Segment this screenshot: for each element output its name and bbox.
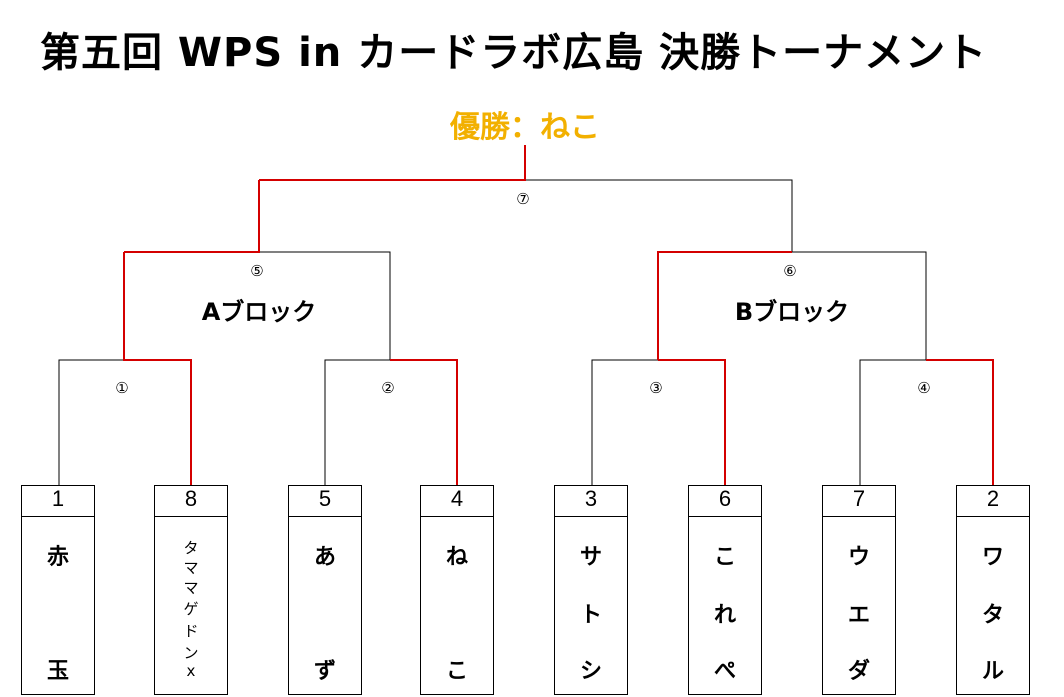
match-label-7: ⑦: [516, 190, 530, 208]
entrant-name-char: ン: [183, 644, 199, 662]
bracket-line-1-loser: [58, 359, 124, 485]
entrant-seed: 3: [555, 486, 627, 517]
entrant-name: ね こ: [421, 517, 493, 695]
entrant-name: ウ エ ダ: [823, 517, 895, 695]
entrant-seed: 2: [957, 486, 1029, 517]
bracket-line-7-loser: [525, 179, 793, 252]
entrant-seed: 4: [421, 486, 493, 517]
entrant-name-char: こ: [713, 545, 736, 570]
entrant-box: 5 あ ず: [288, 485, 362, 695]
entrant-box: 4 ね こ: [420, 485, 494, 695]
bracket-line-3-loser: [591, 359, 658, 485]
entrant-name-char: ね: [445, 545, 468, 570]
entrant-name-char: あ: [313, 545, 336, 570]
entrant-name: あ ず: [289, 517, 361, 695]
entrant-name-char: 赤: [46, 545, 69, 570]
bracket-line-7-winner: [259, 145, 526, 181]
match-label-3: ③: [649, 379, 663, 397]
entrant-name-char: ぺ: [713, 659, 736, 684]
entrant-name-char: マ: [183, 579, 199, 597]
entrant-name-char: ワ: [981, 545, 1004, 570]
bracket-line-6-loser: [792, 251, 927, 360]
entrant-name-char: サ: [579, 545, 602, 570]
bracket-line-3-winner: [658, 359, 726, 485]
bracket-line-6-winner: [657, 251, 792, 360]
bracket-line-5-loser: [259, 251, 391, 360]
entrant-name: サ ト シ: [555, 517, 627, 695]
champion-label: 優勝：ねこ: [450, 110, 600, 145]
match-label-1: ①: [115, 379, 129, 397]
entrant-name: こ れ ぺ: [689, 517, 761, 695]
match-label-5: ⑤: [250, 262, 264, 280]
bracket-line-5-winner: [124, 180, 260, 253]
bracket-line-2-loser: [324, 359, 390, 485]
entrant-box: 1 赤 玉: [21, 485, 95, 695]
match-label-4: ④: [917, 379, 931, 397]
entrant-name-char: れ: [713, 603, 736, 628]
bracket-line-4-loser: [859, 359, 926, 485]
bracket-line-2-winner: [390, 359, 458, 485]
match-label-6: ⑥: [783, 262, 797, 280]
entrant-box: 7 ウ エ ダ: [822, 485, 896, 695]
bracket-line-1-winner: [123, 252, 192, 485]
match-label-2: ②: [381, 379, 395, 397]
entrant-name-char: こ: [445, 659, 468, 684]
entrant-name-char: ル: [981, 659, 1004, 684]
entrant-name: タ マ マ ゲ ド ン x: [155, 517, 227, 695]
entrant-name-char: ト: [579, 603, 602, 628]
entrant-name: 赤 玉: [22, 517, 94, 695]
entrant-box: 8 タ マ マ ゲ ド ン x: [154, 485, 228, 695]
entrant-seed: 7: [823, 486, 895, 517]
entrant-seed: 5: [289, 486, 361, 517]
page-title: 第五回 WPS in カードラボ広島 決勝トーナメント: [40, 30, 988, 76]
entrant-seed: 1: [22, 486, 94, 517]
entrant-name: ワ タ ル: [957, 517, 1029, 695]
entrant-name-char: シ: [579, 659, 602, 684]
entrant-name-char: ダ: [847, 659, 870, 684]
block-label-b: Bブロック: [734, 298, 850, 326]
entrant-name-char: 玉: [46, 659, 69, 684]
entrant-name-char: ず: [313, 659, 336, 684]
entrant-name-char: タ: [183, 539, 199, 557]
entrant-name-char: エ: [847, 603, 870, 628]
entrant-box: 6 こ れ ぺ: [688, 485, 762, 695]
entrant-name-char: ド: [183, 622, 199, 640]
entrant-name-char: マ: [183, 559, 199, 577]
entrant-seed: 8: [155, 486, 227, 517]
entrant-name-char: タ: [981, 603, 1004, 628]
entrant-box: 2 ワ タ ル: [956, 485, 1030, 695]
entrant-seed: 6: [689, 486, 761, 517]
entrant-name-char: ウ: [847, 545, 870, 570]
entrant-name-char: ゲ: [183, 600, 199, 618]
block-label-a: Aブロック: [201, 298, 317, 326]
entrant-name-char: x: [186, 662, 196, 680]
entrant-box: 3 サ ト シ: [554, 485, 628, 695]
bracket-line-4-winner: [926, 359, 994, 485]
